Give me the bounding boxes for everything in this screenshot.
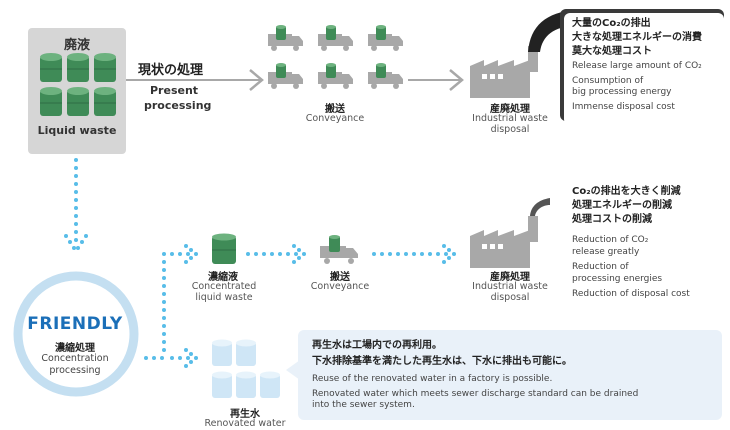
present-processing-label-en-1: Present (150, 84, 199, 97)
concentrated-disposal-label-en-2: disposal (490, 292, 530, 303)
concentrated-label-jp: 濃縮液 (208, 272, 238, 283)
liquid-waste-title-jp: 廃液 (63, 38, 90, 53)
benefit-en-5: Reduction of disposal cost (572, 289, 690, 299)
concentrated-drum-icon (212, 233, 236, 264)
friendly-label-jp: 濃縮処理 (55, 343, 95, 354)
issue-en-1: Release large amount of CO₂ (572, 61, 702, 71)
concentrated-conveyance-label-en: Conveyance (310, 281, 370, 292)
renovated-water-drums-icon (212, 339, 280, 398)
present-conveyance-label-en: Conveyance (305, 113, 365, 124)
issue-jp-2: 大きな処理エネルギーの消費 (572, 32, 702, 43)
benefit-en-2: release greatly (572, 247, 640, 257)
issue-en-4: Immense disposal cost (572, 102, 675, 112)
present-processing-label-en-2: processing (144, 99, 212, 112)
renovated-note-jp-1: 再生水は工場内での再利用。 (312, 340, 442, 351)
concentrated-disposal-label-jp: 産廃処理 (490, 272, 530, 283)
renovated-note-en-3: into the sewer system. (312, 400, 415, 410)
conveyance-truck-icon (320, 235, 358, 264)
benefit-jp-3: 処理コストの削減 (572, 214, 652, 225)
concentrated-disposal-label-en-1: Industrial waste (472, 281, 548, 292)
issue-en-2: Consumption of (572, 76, 644, 86)
factory-icon (470, 46, 538, 98)
friendly-label-en-1: Concentration (41, 353, 109, 364)
concentrated-label-en-1: Concentrated (191, 281, 257, 292)
benefit-jp-1: Co₂の排出を大きく削減 (572, 186, 681, 197)
renovated-water-note-pointer (286, 360, 300, 380)
benefit-jp-2: 処理エネルギーの削減 (572, 200, 672, 211)
concentrated-label-en-2: liquid waste (195, 292, 253, 303)
renovated-note-en-2: Renovated water which meets sewer discha… (312, 389, 639, 399)
benefit-en-4: processing energies (572, 274, 663, 284)
benefit-en-3: Reduction of (572, 262, 629, 272)
present-processing-label-jp: 現状の処理 (138, 63, 204, 78)
renovated-water-label-jp: 再生水 (230, 409, 260, 420)
present-disposal-label-en-1: Industrial waste (472, 113, 548, 124)
benefit-en-1: Reduction of CO₂ (572, 235, 649, 245)
present-disposal-label-en-2: disposal (490, 124, 530, 135)
renovated-water-note-box (298, 330, 722, 420)
factory-icon-2 (470, 216, 538, 268)
concentrated-conveyance-label-jp: 搬送 (330, 272, 350, 283)
liquid-waste-title-en: Liquid waste (37, 124, 117, 137)
present-disposal-label-jp: 産廃処理 (490, 104, 530, 115)
renovated-note-jp-2: 下水排除基準を満たした再生水は、下水に排出も可能に。 (312, 356, 572, 367)
friendly-title: FRIENDLY (27, 314, 123, 334)
issue-jp-1: 大量のCo₂の排出 (572, 18, 651, 29)
liquid-waste-drums-icon (40, 53, 116, 116)
issue-jp-3: 莫大な処理コスト (572, 46, 652, 57)
friendly-label-en-2: processing (49, 365, 101, 376)
issues-callout-inner (564, 13, 724, 125)
friendly-circle (13, 271, 139, 397)
renovated-water-label-en: Renovated water (204, 418, 286, 429)
issue-en-3: big processing energy (572, 87, 672, 97)
present-conveyance-label-jp: 搬送 (325, 104, 345, 115)
small-smoke-icon (530, 198, 550, 216)
renovated-note-en-1: Reuse of the renovated water in a factor… (312, 374, 553, 384)
